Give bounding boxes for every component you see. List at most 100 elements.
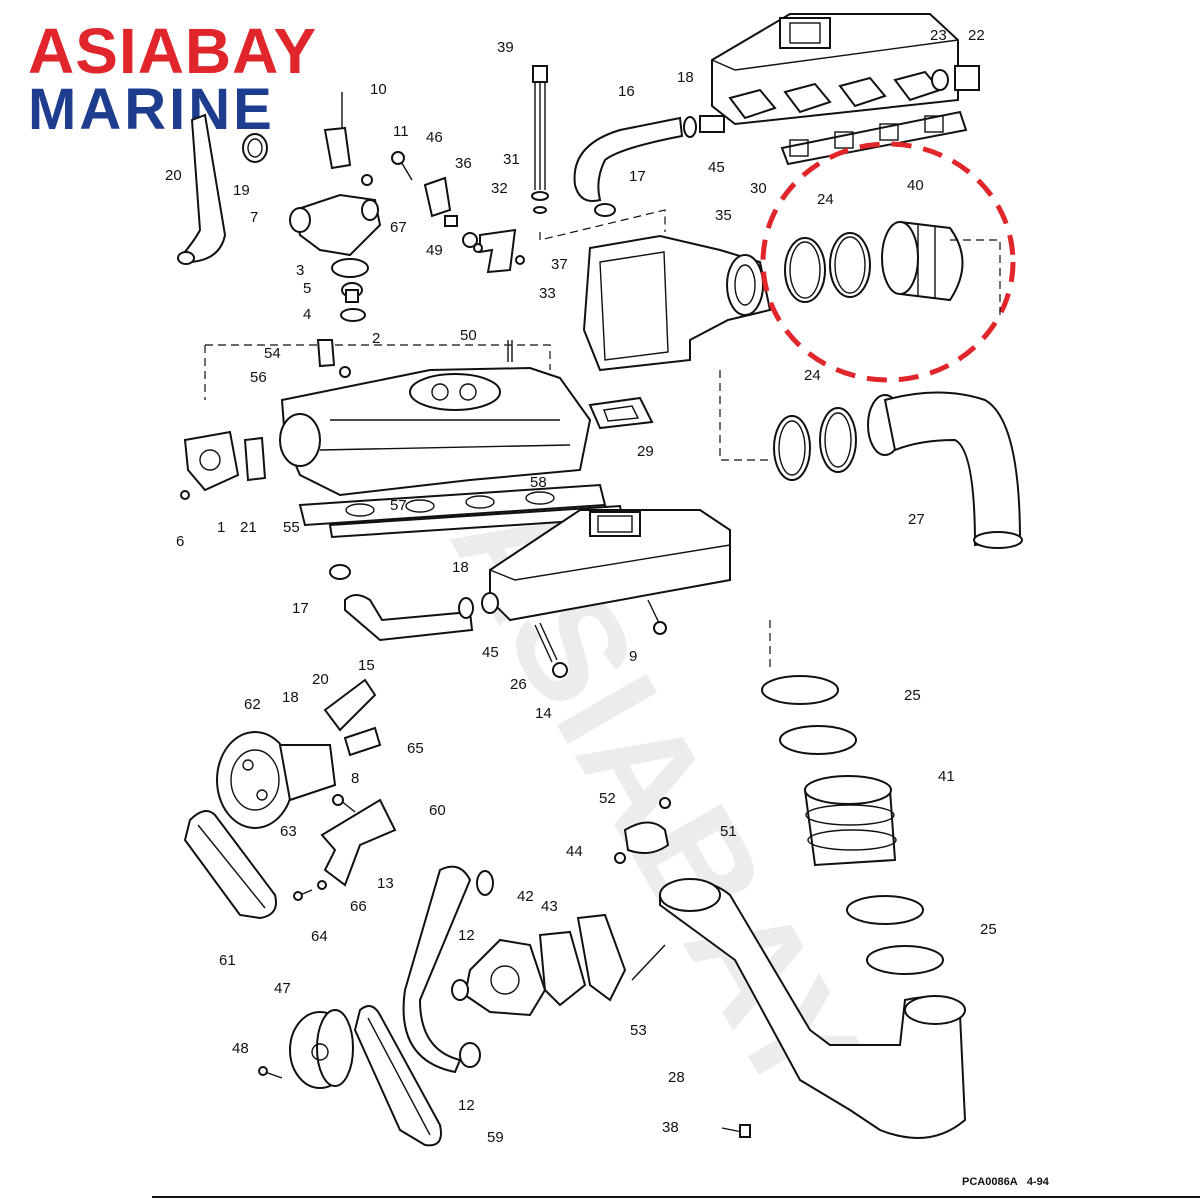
part-oring-4 [340,308,366,322]
callout-label: 63 [280,823,297,840]
callout-label: 47 [274,980,291,997]
part-bolt-48 [258,1066,283,1079]
callout-label: 23 [930,27,947,44]
part-hose-20-upper [177,113,227,265]
brand-name-line1: ASIABAY [28,15,318,87]
part-clamp-23 [931,65,980,91]
callout-label: 27 [908,511,925,528]
callout-label: 32 [491,180,508,197]
part-crank-pulley [289,1009,354,1089]
callout-label: 58 [530,474,547,491]
part-stud-26 [534,622,558,663]
callout-label: 17 [629,168,646,185]
callout-label: 29 [637,443,654,460]
part-bellows-40 [881,220,964,302]
part-gasket-3 [331,258,369,278]
callout-label: 8 [351,770,359,787]
part-pulley-62 [216,731,337,829]
callout-label: 44 [566,843,583,860]
callout-label: 62 [244,696,261,713]
callout-label: 35 [715,207,732,224]
callout-label: 9 [629,648,637,665]
brand-name-line2: MARINE [28,77,275,142]
callout-label: 33 [539,285,556,302]
callout-label: 61 [219,952,236,969]
drawing-date-text: 4-94 [1026,1176,1049,1188]
part-thermostat-5 [341,282,363,303]
part-thermostat-housing [289,193,382,257]
callout-label: 41 [938,768,955,785]
callout-label: 18 [452,559,469,576]
bottom-rule [152,1196,1200,1198]
callout-label: 4 [303,306,311,323]
callout-label: 54 [264,345,281,362]
callout-label: 37 [551,256,568,273]
part-bellows-41 [803,775,897,867]
drawing-code: PCA0086A 4-94 [962,1176,1049,1188]
callout-label: 13 [377,875,394,892]
part-bolt-38 [721,1124,751,1138]
callout-label: 26 [510,676,527,693]
callout-label: 10 [370,81,387,98]
callout-label: 5 [303,280,311,297]
callout-label: 40 [907,177,924,194]
callout-label: 45 [708,159,725,176]
callout-label: 30 [750,180,767,197]
callout-label: 17 [292,600,309,617]
drawing-code-text: PCA0086A [962,1176,1018,1188]
part-fitting-36 [423,176,452,218]
part-exhaust-manifold-lower [481,509,731,622]
callout-label: 18 [677,69,694,86]
part-cover-51 [623,821,670,855]
callout-label: 43 [541,898,558,915]
callout-label: 22 [968,27,985,44]
part-bracket-10 [323,92,352,170]
part-clamps-25-lower [846,895,944,975]
callout-label: 15 [358,657,375,674]
dashed-guide-2 [950,239,1001,320]
callout-label: 36 [455,155,472,172]
callout-label: 2 [372,330,380,347]
callout-label: 18 [282,689,299,706]
part-water-outlet-1 [183,430,240,492]
part-clamps-24-upper [784,232,871,303]
part-gasket-43 [538,930,587,1007]
part-stud-50 [507,340,513,362]
callout-label: 7 [250,209,258,226]
callout-label: 59 [487,1129,504,1146]
callout-label: 25 [904,687,921,704]
part-hose-20-lower [323,678,377,732]
part-belt-59 [353,1005,442,1147]
part-nut-14 [552,662,568,678]
callout-label: 21 [240,519,257,536]
callout-label: 65 [407,740,424,757]
callout-label: 16 [618,83,635,100]
callout-label: 14 [535,705,552,722]
part-belt-61 [183,810,277,920]
callout-label: 64 [311,928,328,945]
callout-label: 24 [817,191,834,208]
callout-label: 55 [283,519,300,536]
part-exhaust-pipe-28 [659,878,967,1139]
callout-label: 20 [165,167,182,184]
part-long-bolt [532,65,548,190]
part-clamps-25-upper [761,675,857,755]
callout-label: 50 [460,327,477,344]
callout-label: 3 [296,262,304,279]
part-hose-65 [343,726,382,757]
callout-label: 57 [390,497,407,514]
callout-label: 60 [429,802,446,819]
callout-label: 31 [503,151,520,168]
part-clamp-19 [242,133,268,163]
dashed-guide-1 [719,370,770,461]
callout-label: 12 [458,927,475,944]
dashed-guide-5 [204,344,551,400]
part-screws-52 [614,797,671,864]
callout-label: 6 [176,533,184,550]
part-bolt-46 [391,151,413,181]
callout-label: 24 [804,367,821,384]
part-bolt-64 [293,889,313,901]
part-plate-44 [576,913,627,1002]
callout-label: 51 [720,823,737,840]
